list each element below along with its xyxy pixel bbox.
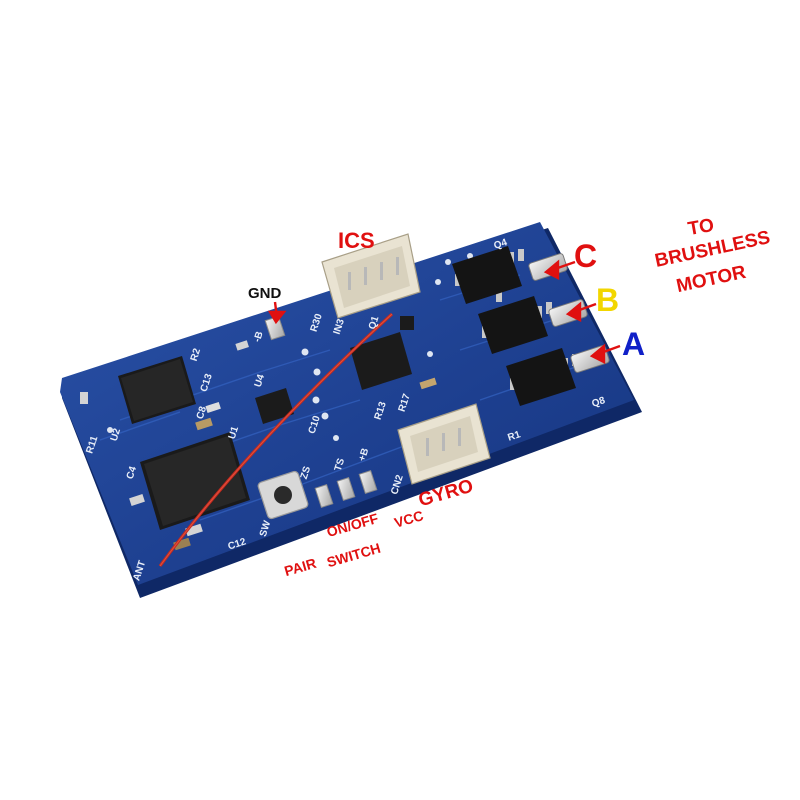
ics-connector bbox=[321, 233, 421, 319]
phase-a-label: A bbox=[622, 326, 646, 362]
gyro-connector bbox=[397, 403, 491, 485]
label-arrows bbox=[267, 259, 621, 364]
chip-center bbox=[350, 332, 412, 390]
mosfet-q-mid bbox=[478, 296, 552, 354]
gnd-label: GND bbox=[248, 285, 282, 302]
chip-u2 bbox=[118, 356, 196, 424]
motor-label-line1: TO bbox=[686, 214, 716, 241]
chip-u4 bbox=[255, 388, 294, 424]
chip-u1 bbox=[140, 432, 250, 530]
phase-c-label: C bbox=[574, 238, 598, 274]
ics-label: ICS bbox=[338, 228, 375, 253]
gnd-pad bbox=[264, 315, 286, 341]
phase-b-label: B bbox=[596, 282, 620, 318]
passive-components bbox=[80, 316, 437, 551]
mosfet-q4 bbox=[452, 246, 524, 304]
switch-pads bbox=[314, 470, 378, 508]
pair-button bbox=[257, 470, 309, 520]
